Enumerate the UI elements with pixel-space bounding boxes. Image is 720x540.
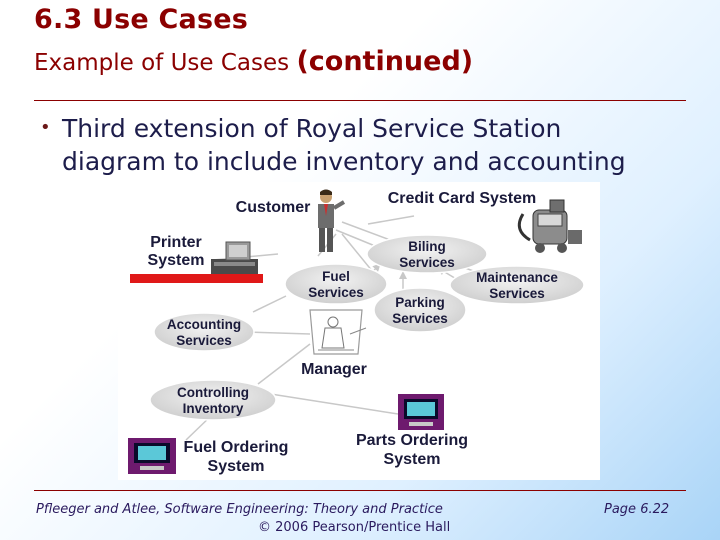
inventory-ellipse: [149, 379, 277, 421]
maintenance-label-1: Maintenance: [476, 270, 558, 285]
fuel-label-1: Fuel: [322, 269, 350, 284]
manager-figure-icon: [309, 309, 367, 355]
manager-head: [327, 316, 339, 328]
parking-label-1: Parking: [395, 295, 445, 310]
billing-label-2: Services: [399, 255, 455, 270]
manager-to-accounting-line: [243, 331, 311, 335]
footer-divider: [34, 490, 686, 491]
pump-side-box: [568, 230, 582, 244]
customer-tie: [324, 204, 328, 216]
footer-copyright: © 2006 Pearson/Prentice Hall: [258, 520, 451, 535]
fuel-ordering-label-1: Fuel Ordering: [184, 439, 289, 456]
pump-hose: [517, 213, 531, 242]
inventory-to-parts-ordering-line: [257, 391, 399, 415]
billing-ellipse: [366, 234, 488, 274]
pump-top: [549, 199, 565, 213]
billing-label-1: Biling: [408, 239, 446, 254]
slide-title: 6.3 Use Cases: [34, 4, 249, 35]
maintenance-label-2: Services: [489, 286, 545, 301]
maintenance-ellipse: [449, 265, 585, 305]
inventory-label-2: Inventory: [183, 401, 244, 416]
manager-to-inventory-line: [257, 343, 311, 385]
parking-ellipse: [373, 287, 467, 333]
printer-red-bar: [130, 274, 263, 283]
bullet-text: Third extension of Royal Service Station…: [62, 112, 702, 178]
subtitle-continued: (continued): [296, 46, 474, 77]
bullet-line-1: Third extension of Royal Service Station: [62, 114, 562, 143]
printer-screen: [229, 245, 247, 257]
fuel-ellipse: [284, 263, 388, 305]
manager-desk: [309, 309, 363, 355]
fuel-label-2: Services: [308, 285, 364, 300]
fuel-terminal-screen: [138, 446, 166, 460]
subtitle-prefix: Example of Use Cases: [34, 50, 297, 76]
parts-ordering-label-2: System: [384, 451, 441, 468]
printer-label-1: Printer: [150, 234, 202, 251]
accounting-label-1: Accounting: [167, 317, 241, 332]
bullet-marker: •: [40, 117, 51, 138]
customer-leg-right: [327, 228, 333, 252]
slide-subtitle: Example of Use Cases (continued): [34, 46, 473, 77]
title-divider: [34, 100, 686, 101]
pump-wheel-left: [535, 243, 545, 253]
customer-label: Customer: [236, 199, 311, 216]
printer-body: [211, 259, 258, 274]
parts-terminal-keyboard: [409, 422, 433, 426]
parking-label-2: Services: [392, 311, 448, 326]
printer-icon: [130, 241, 263, 283]
manager-arm: [349, 327, 367, 335]
use-case-ellipses: [149, 234, 585, 421]
parts-ordering-label-1: Parts Ordering: [356, 432, 468, 449]
accounting-label-2: Services: [176, 333, 232, 348]
fuel-ordering-terminal-icon: [128, 438, 176, 474]
footer-page-number: Page 6.22: [604, 502, 670, 517]
credit-card-system-label: Credit Card System: [388, 190, 537, 207]
parts-ordering-terminal-icon: [398, 394, 444, 430]
fuel-to-accounting-line: [252, 295, 287, 313]
pump-wheel-right: [557, 243, 567, 253]
customer-leg-left: [319, 228, 325, 252]
footer-reference: Pfleeger and Atlee, Software Engineering…: [36, 502, 443, 517]
customer-figure-icon: [318, 189, 346, 252]
printer-slot: [214, 262, 255, 266]
printer-label-2: System: [148, 252, 205, 269]
accounting-ellipse: [153, 312, 255, 352]
inventory-label-1: Controlling: [177, 385, 249, 400]
fuel-terminal-keyboard: [140, 466, 164, 470]
credit-card-machine-icon: [517, 199, 582, 253]
customer-hair: [320, 189, 332, 195]
use-case-diagram: Customer Credit Card System Printer Syst…: [118, 182, 600, 480]
customer-arm: [332, 200, 346, 210]
manager-label: Manager: [301, 361, 367, 378]
bullet-line-2: diagram to include inventory and account…: [62, 147, 626, 176]
pump-screen: [537, 213, 563, 227]
parts-terminal-screen: [407, 402, 435, 416]
billing-to-credit-line: [367, 215, 415, 225]
fuel-ordering-label-2: System: [208, 458, 265, 475]
manager-body: [321, 327, 345, 349]
